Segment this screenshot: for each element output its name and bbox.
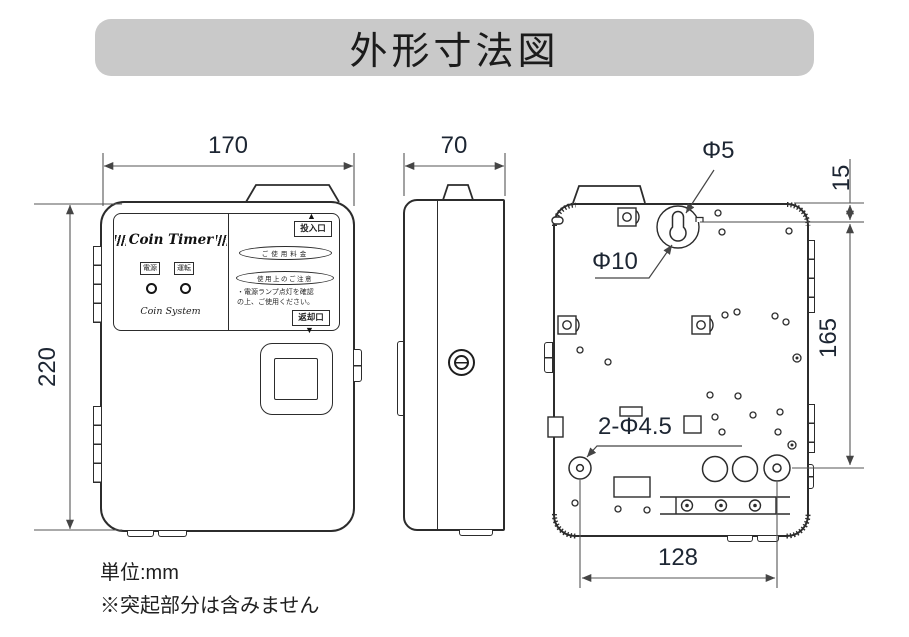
front-foot-left xyxy=(127,531,154,537)
front-latch xyxy=(353,349,362,382)
power-lamp-label: 電源 xyxy=(140,262,160,275)
keyhole-hole-dim: Φ10 xyxy=(592,248,638,275)
front-hinge-lower xyxy=(93,406,102,483)
coin-return-window xyxy=(274,358,318,400)
unit-note: 単位:mm xyxy=(100,562,179,584)
brand-logo: Coin Timer xyxy=(115,232,227,248)
caution-note: ・電源ランプ点灯を確認 の上、ご使用ください。 xyxy=(237,288,337,307)
title-banner: 外形寸法図 xyxy=(95,19,814,76)
rear-foot-left xyxy=(727,536,753,542)
key-lock-slot xyxy=(454,355,469,370)
up-arrow-icon: ▲ xyxy=(307,211,316,221)
front-width-dim: 170 xyxy=(207,132,249,159)
caution-note-line2: の上、ご使用ください。 xyxy=(237,298,314,306)
page-title: 外形寸法図 xyxy=(349,31,560,73)
coin-slot-label: 投入口 xyxy=(294,221,332,237)
brand-logo-text: Coin Timer xyxy=(128,232,214,248)
keyhole-slot-dim: Φ5 xyxy=(702,137,735,164)
logo-stripes-left-icon xyxy=(115,234,126,246)
run-lamp-label: 運転 xyxy=(174,262,194,275)
rear-top-offset-dim: 15 xyxy=(828,164,855,192)
caution-note-line1: ・電源ランプ点灯を確認 xyxy=(237,289,314,296)
power-lamp-icon xyxy=(146,283,157,294)
panel-divider xyxy=(228,214,229,330)
rear-foot-right xyxy=(757,536,779,542)
side-foot xyxy=(459,530,493,536)
return-slot-label: 返却口 xyxy=(292,310,330,326)
down-arrow-icon: ▼ xyxy=(305,325,314,335)
side-seam-line xyxy=(437,201,438,529)
fee-plate: ご使用料金 xyxy=(239,246,332,260)
rear-hinge-lower xyxy=(808,404,815,453)
rear-horizontal-pitch-dim: 128 xyxy=(657,544,699,571)
brand-footer-text: Coin System xyxy=(140,306,201,317)
front-height-dim: 220 xyxy=(34,346,61,388)
side-depth-dim: 70 xyxy=(440,132,468,159)
rear-right-tab xyxy=(808,464,814,489)
side-latch xyxy=(397,341,404,416)
front-foot-right xyxy=(158,531,187,537)
key-lock-icon xyxy=(448,349,475,376)
caution-plate: 使用上のご注意 xyxy=(236,271,334,285)
projection-note: ※突起部分は含みません xyxy=(100,595,320,617)
run-lamp-icon xyxy=(180,283,191,294)
rear-vertical-pitch-dim: 165 xyxy=(815,317,842,359)
rear-hinge-upper xyxy=(808,240,815,313)
rear-left-tab xyxy=(544,342,553,373)
rear-mount-hole-dim: 2-Φ4.5 xyxy=(598,413,672,440)
front-hinge-upper xyxy=(93,246,102,323)
logo-stripes-right-icon xyxy=(216,234,227,246)
